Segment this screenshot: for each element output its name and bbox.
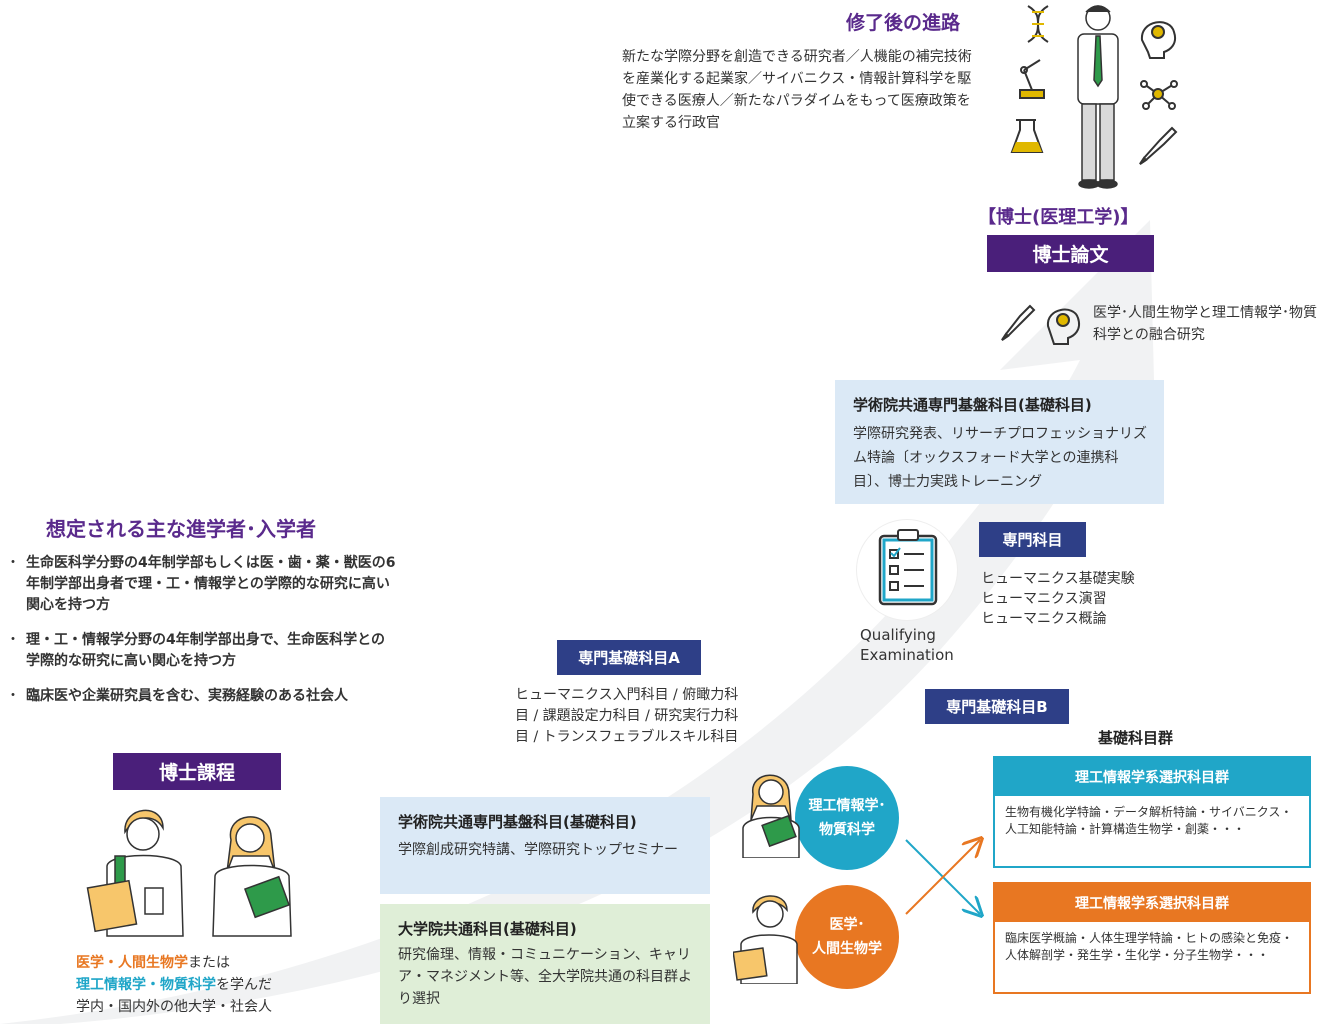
robot-arm-icon [1019, 59, 1045, 99]
degree-title: 【博士(医理工学)】 [978, 207, 1139, 228]
medical-circle-line1: 医学･ [829, 917, 865, 933]
advanced-common-box: 学術院共通専門基盤科目(基礎科目) 学際研究発表、リサーチプロフェッショナリズム… [835, 380, 1164, 504]
thesis-label: 博士論文 [987, 235, 1154, 272]
select-science-body: 生物有機化学特論・データ解析特論・サイバニクス・人工知能特論・計算構造生物学・創… [1005, 805, 1293, 836]
origin-line3: 学内・国内外の他大学・社会人 [76, 999, 272, 1015]
origin-science: 理工情報学・物質科学 [76, 977, 216, 993]
brain-head-icon [1046, 308, 1080, 345]
common-basic-box: 学術院共通専門基盤科目(基礎科目) 学際創成研究特講、学際研究トップセミナー [380, 797, 710, 894]
common-basic-title: 学術院共通専門基盤科目(基礎科目) [398, 813, 637, 831]
origin-text: 医学・人間生物学または 理工情報学・物質科学を学んだ 学内・国内外の他大学・社会… [76, 952, 272, 1018]
cross-arrows [905, 830, 990, 920]
molecule-icon [1140, 80, 1178, 110]
clipboard-icon [878, 529, 938, 606]
career-body: 新たな学際分野を創造できる研究者／人機能の補完技術を産業化する起業家／サイバニク… [622, 49, 972, 131]
science-circle-line1: 理工情報学･ [808, 798, 886, 814]
person-suit [1077, 5, 1119, 189]
medical-circle: 医学･ 人間生物学 [795, 885, 899, 989]
select-science-box: 理工情報学系選択科目群 生物有機化学特論・データ解析特論・サイバニクス・人工知能… [993, 756, 1311, 868]
kiso-b-label: 専門基礎科目B [925, 689, 1069, 724]
list-item: 生命医科学分野の4年制学部もしくは医・歯・薬・獣医の6年制学部出身者で理・工・情… [6, 553, 396, 616]
fusion-icons [1001, 304, 1080, 345]
researcher-illustration [1010, 5, 1178, 189]
flask-icon [1010, 119, 1044, 153]
select-medical-title: 理工情報学系選択科目群 [995, 884, 1309, 922]
senmon-item: ヒューマニクス基礎実験 [981, 571, 1135, 587]
list-item: 臨床医や企業研究員を含む、実務経験のある社会人 [6, 686, 396, 707]
fusion-research-text: 医学･人間生物学と理工情報学･物質科学との融合研究 [1093, 305, 1317, 343]
advanced-common-body: 学際研究発表、リサーチプロフェッショナリズム特論〔オックスフォード大学との連携科… [853, 426, 1147, 490]
senmon-label: 専門科目 [979, 522, 1086, 557]
senmon-item: ヒューマニクス概論 [981, 611, 1107, 627]
dropper-icon [1001, 304, 1036, 341]
origin-mid: または [188, 955, 230, 971]
male-student-small-icon [733, 895, 798, 984]
career-title: 修了後の進路 [846, 12, 961, 34]
university-common-box: 大学院共通科目(基礎科目) 研究倫理、情報・コミュニケーション、キャリア・マネジ… [380, 904, 710, 1024]
male-student [86, 809, 184, 937]
target-students-list: 生命医科学分野の4年制学部もしくは医・歯・薬・獣医の6年制学部出身者で理・工・情… [6, 553, 396, 721]
select-science-title: 理工情報学系選択科目群 [995, 758, 1309, 796]
origin-medical: 医学・人間生物学 [76, 955, 188, 971]
female-student-small-icon [742, 774, 800, 858]
origin-tail: を学んだ [216, 977, 272, 993]
qualifying-line1: Qualifying [860, 626, 936, 644]
science-circle: 理工情報学･ 物質科学 [795, 766, 899, 870]
medical-circle-line2: 人間生物学 [812, 941, 882, 957]
senmon-item: ヒューマニクス演習 [981, 591, 1107, 607]
basic-group-title: 基礎科目群 [1098, 729, 1174, 747]
students-illustration [86, 809, 292, 937]
kiso-a-label: 専門基礎科目A [557, 640, 701, 675]
kiso-a-body: ヒューマニクス入門科目 / 俯瞰力科目 / 課題設定力科目 / 研究実行力科目 … [515, 687, 739, 745]
list-item: 理・工・情報学分野の4年制学部出身で、生命医科学との学際的な研究に高い関心を持つ… [6, 630, 396, 672]
qualifying-line2: Examination [860, 646, 954, 664]
brain-head-icon [1140, 21, 1176, 59]
science-circle-line2: 物質科学 [819, 822, 875, 838]
female-student [212, 816, 292, 937]
dropper-icon [1139, 126, 1178, 165]
course-label: 博士課程 [113, 753, 281, 790]
select-medical-box: 理工情報学系選択科目群 臨床医学概論・人体生理学特論・ヒトの感染と免疫・人体解剖… [993, 882, 1311, 994]
university-common-title: 大学院共通科目(基礎科目) [398, 920, 577, 938]
common-basic-body: 学際創成研究特講、学際研究トップセミナー [398, 842, 678, 858]
advanced-common-title: 学術院共通専門基盤科目(基礎科目) [853, 396, 1092, 414]
target-students-title: 想定される主な進学者･入学者 [46, 517, 316, 541]
university-common-body: 研究倫理、情報・コミュニケーション、キャリア・マネジメント等、全大学院共通の科目… [398, 947, 692, 1007]
select-medical-body: 臨床医学概論・人体生理学特論・ヒトの感染と免疫・人体解剖学・発生学・生化学・分子… [1005, 931, 1294, 962]
dna-icon [1027, 5, 1049, 43]
